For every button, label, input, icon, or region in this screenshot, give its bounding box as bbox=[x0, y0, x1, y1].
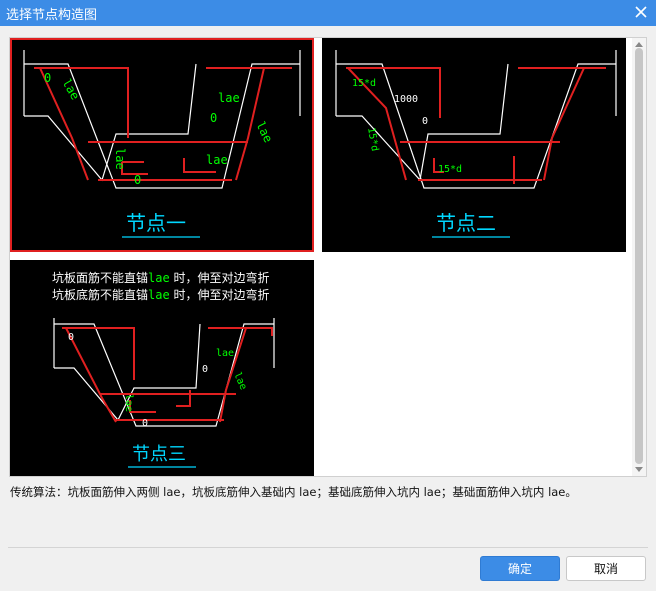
lae-label: lae bbox=[123, 394, 134, 412]
ok-button[interactable]: 确定 bbox=[480, 556, 560, 581]
lae-label: lae bbox=[231, 371, 248, 392]
zero-label: 0 bbox=[210, 111, 217, 125]
scroll-thumb[interactable] bbox=[635, 48, 643, 464]
zero-label: 0 bbox=[44, 71, 51, 85]
zero-label: 0 bbox=[142, 418, 148, 429]
dialog-body: lae 0 lae 0 lae lae lae 0 节点一 bbox=[0, 26, 656, 591]
node-diagram-3: 坑板面筋不能直锚lae 时，伸至对边弯折 坑板底筋不能直锚lae 时，伸至对边弯… bbox=[52, 270, 275, 468]
zero-label: 0 bbox=[202, 364, 208, 375]
node-diagram-1: lae 0 lae 0 lae lae lae 0 节点一 bbox=[23, 50, 301, 238]
close-icon[interactable] bbox=[632, 3, 650, 21]
node-caption: 节点三 bbox=[132, 444, 186, 465]
title-bar: 选择节点构造图 bbox=[0, 0, 656, 26]
node-gallery: lae 0 lae 0 lae lae lae 0 节点一 bbox=[9, 37, 647, 477]
window-title: 选择节点构造图 bbox=[6, 8, 98, 23]
divider bbox=[8, 547, 648, 548]
zero-label: 0 bbox=[134, 173, 141, 187]
dimension-label: 15*d bbox=[352, 78, 376, 89]
rebar-note: 坑板面筋不能直锚lae 时，伸至对边弯折 bbox=[52, 270, 270, 285]
node-caption: 节点二 bbox=[436, 211, 496, 235]
dimension-label: 15*d bbox=[365, 127, 380, 153]
gallery-scrollbar[interactable] bbox=[632, 38, 646, 476]
scroll-up-arrow-icon[interactable] bbox=[635, 42, 643, 47]
node-diagram-2: 15*d 1000 0 15*d 15*d 节点二 bbox=[335, 50, 617, 238]
dimension-label: 1000 bbox=[394, 94, 418, 105]
scroll-down-arrow-icon[interactable] bbox=[635, 467, 643, 472]
cancel-button[interactable]: 取消 bbox=[566, 556, 646, 581]
algorithm-description: 传统算法：坑板面筋伸入两侧 lae，坑板底筋伸入基础内 lae；基础底筋伸入坑内… bbox=[10, 485, 577, 499]
dimension-label: 15*d bbox=[438, 164, 462, 175]
zero-label: 0 bbox=[68, 332, 74, 343]
lae-label: lae bbox=[216, 348, 234, 359]
lae-label: lae bbox=[218, 91, 240, 105]
node-thumbnail-3[interactable]: 坑板面筋不能直锚lae 时，伸至对边弯折 坑板底筋不能直锚lae 时，伸至对边弯… bbox=[10, 260, 314, 476]
zero-label: 0 bbox=[422, 116, 428, 127]
lae-label: lae bbox=[113, 148, 127, 170]
lae-label: lae bbox=[206, 153, 228, 167]
rebar-note: 坑板底筋不能直锚lae 时，伸至对边弯折 bbox=[52, 287, 270, 302]
node-thumbnail-1[interactable]: lae 0 lae 0 lae lae lae 0 节点一 bbox=[10, 38, 314, 252]
lae-label: lae bbox=[253, 119, 275, 145]
node-thumbnail-2[interactable]: 15*d 1000 0 15*d 15*d 节点二 bbox=[322, 38, 626, 252]
node-caption: 节点一 bbox=[126, 211, 186, 235]
lae-label: lae bbox=[59, 77, 82, 103]
